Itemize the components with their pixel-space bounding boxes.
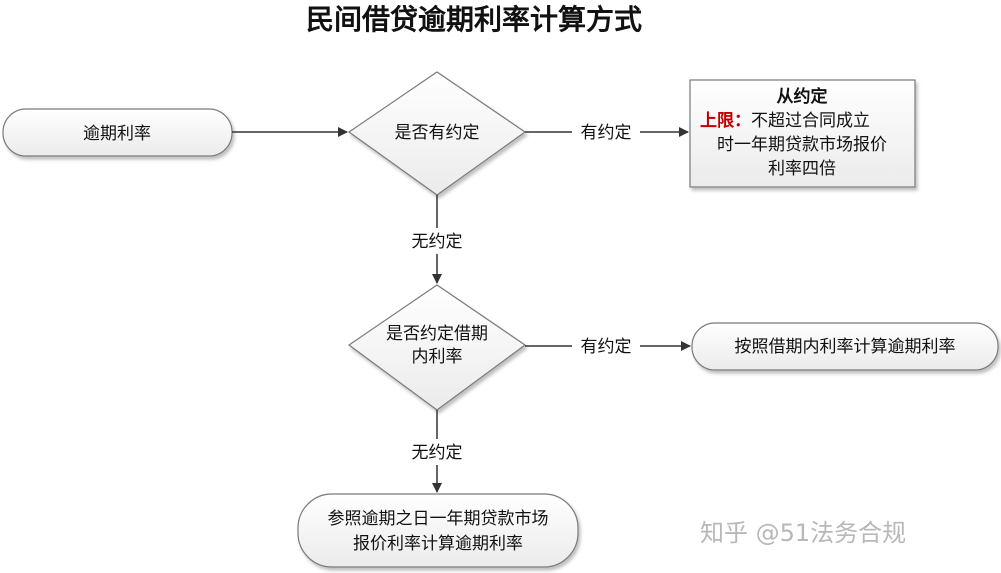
watermark: 知乎 @51法务合规 <box>700 519 906 547</box>
edge-label-d1-yes: 有约定 <box>581 123 632 143</box>
decision-1-label: 是否有约定 <box>395 123 480 143</box>
upper-limit-label: 上限： <box>700 111 751 131</box>
diagram-title: 民间借贷逾期利率计算方式 <box>306 3 642 36</box>
agreed-line-2: 时一年期贷款市场报价 <box>717 135 887 155</box>
result-2-node: 按照借期内利率计算逾期利率 <box>691 322 999 371</box>
agreed-line-3: 利率四倍 <box>768 159 836 179</box>
edge-label-d2-no: 无约定 <box>412 443 463 463</box>
final-line-1: 参照逾期之日一年期贷款市场 <box>328 509 549 529</box>
final-line-2: 报价利率计算逾期利率 <box>353 534 523 554</box>
start-node: 逾期利率 <box>2 108 233 157</box>
start-label: 逾期利率 <box>83 124 151 144</box>
decision-1: 是否有约定 <box>347 71 527 196</box>
result-2-label: 按照借期内利率计算逾期利率 <box>735 337 956 357</box>
decision-2-line-2: 内利率 <box>412 347 463 367</box>
decision-2: 是否约定借期 内利率 <box>347 284 527 411</box>
edge-label-d1-no: 无约定 <box>412 232 463 252</box>
agreed-box: 从约定 上限：不超过合同成立 时一年期贷款市场报价 利率四倍 <box>689 79 916 188</box>
agreed-line-1-text: 不超过合同成立 <box>751 111 870 131</box>
edge-label-d2-yes: 有约定 <box>581 337 632 357</box>
final-node: 参照逾期之日一年期贷款市场 报价利率计算逾期利率 <box>297 493 579 568</box>
decision-2-line-1: 是否约定借期 <box>386 324 488 344</box>
agreed-header: 从约定 <box>777 86 828 107</box>
agreed-line-1: 上限：不超过合同成立 <box>700 111 870 131</box>
